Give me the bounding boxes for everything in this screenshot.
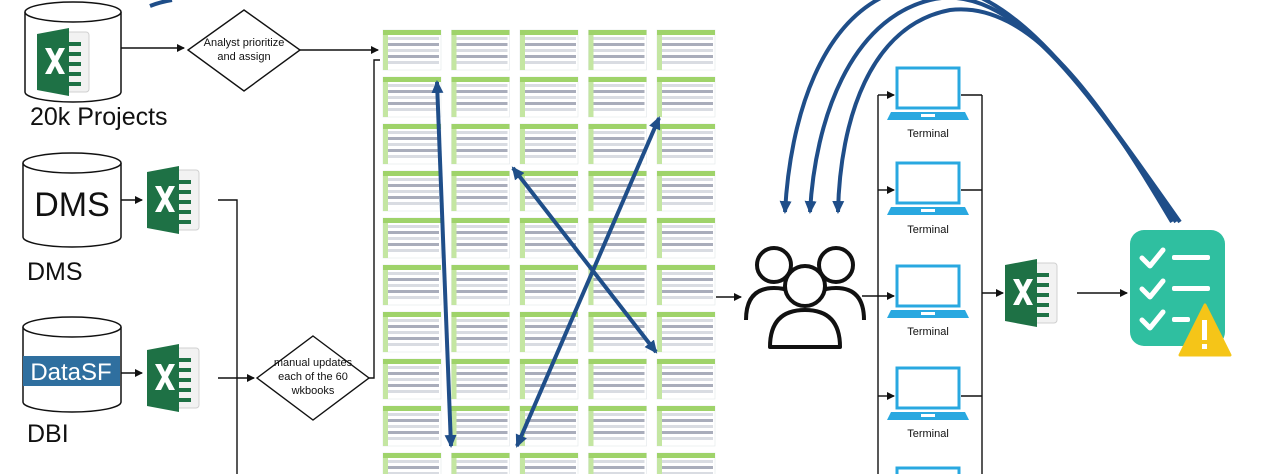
- workbook-thumbnail: [588, 264, 647, 306]
- workbook-thumbnail: [656, 405, 716, 447]
- workbook-thumbnail: [382, 123, 442, 165]
- terminal-1: Terminal: [885, 66, 971, 140]
- workbook-thumbnail: [382, 76, 442, 118]
- workbook-thumbnail: [519, 358, 579, 400]
- database-name: DMS: [34, 186, 110, 224]
- workbook-thumbnail: [382, 264, 442, 306]
- decision-analyst-assign: Analyst prioritize and assign: [186, 9, 302, 92]
- workbook-thumbnail: [588, 217, 647, 259]
- workbook-thumbnail: [656, 311, 716, 353]
- computer-icon: [885, 264, 971, 320]
- source-dbi: DataSF DBI: [22, 316, 122, 448]
- terminal-5-partial: [895, 466, 961, 474]
- computer-icon: [885, 161, 971, 217]
- workbook-thumbnail: [588, 452, 647, 474]
- source-label: 20k Projects: [30, 103, 168, 131]
- workbook-thumbnail: [451, 217, 510, 259]
- workbook-thumbnail: [588, 405, 647, 447]
- workbook-thumbnail: [519, 76, 579, 118]
- workbook-thumbnail: [656, 452, 716, 474]
- workbook-thumbnail: [382, 311, 442, 353]
- workbook-thumbnail: [451, 170, 510, 212]
- workbook-thumbnail: [382, 170, 442, 212]
- workbook-thumbnail: [656, 264, 716, 306]
- cropped-arc: [149, 0, 173, 8]
- workbook-thumbnail: [519, 452, 579, 474]
- warning-icon: [1178, 303, 1232, 357]
- excel-icon: [146, 165, 200, 235]
- workbook-thumbnail: [656, 358, 716, 400]
- workbook-thumbnail: [519, 311, 579, 353]
- decision-text-line2: each of the 60: [278, 371, 348, 383]
- terminal-4: Terminal: [885, 366, 971, 440]
- source-label: DBI: [27, 420, 69, 448]
- workbook-thumbnail: [519, 29, 579, 71]
- workbook-thumbnail: [656, 29, 716, 71]
- workbook-thumbnail: [656, 170, 716, 212]
- workbook-thumbnail: [519, 405, 579, 447]
- workbook-thumbnail: [451, 123, 510, 165]
- workbook-thumbnail: [382, 405, 442, 447]
- workbook-thumbnail: [519, 123, 579, 165]
- users-icon: [744, 246, 866, 349]
- workbook-thumbnail: [588, 170, 647, 212]
- workbook-thumbnail: [382, 358, 442, 400]
- workbook-grid: [382, 29, 716, 474]
- workbook-thumbnail: [656, 76, 716, 118]
- workbook-thumbnail: [451, 405, 510, 447]
- workbook-thumbnail: [519, 264, 579, 306]
- terminal-label: Terminal: [907, 428, 949, 440]
- workbook-thumbnail: [382, 217, 442, 259]
- terminal-label: Terminal: [907, 224, 949, 236]
- decision-text-line1: Analyst prioritize: [204, 37, 285, 49]
- workbook-thumbnail: [451, 452, 510, 474]
- workbook-thumbnail: [588, 29, 647, 71]
- computer-icon: [885, 66, 971, 122]
- terminal-label: Terminal: [907, 326, 949, 338]
- workbook-thumbnail: [451, 29, 510, 71]
- workbook-thumbnail: [451, 311, 510, 353]
- decision-text-line3: wkbooks: [291, 385, 335, 397]
- database-icon: [22, 163, 122, 248]
- terminal-2: Terminal: [885, 161, 971, 236]
- workbook-thumbnail: [656, 217, 716, 259]
- excel-icon: [1004, 258, 1058, 328]
- excel-icon: [36, 27, 90, 97]
- terminal-3: Terminal: [885, 264, 971, 338]
- decision-text-line1: manual updates: [274, 357, 353, 369]
- workbook-thumbnail: [451, 76, 510, 118]
- workbook-thumbnail: [451, 264, 510, 306]
- feedback-arcs: [779, 0, 1182, 224]
- database-name: DataSF: [30, 359, 111, 386]
- workbook-thumbnail: [451, 358, 510, 400]
- source-dms: DMS DMS: [22, 152, 122, 286]
- workbook-reassignment-arrows: [431, 80, 661, 448]
- workbook-thumbnail: [656, 123, 716, 165]
- source-20k-projects: 20k Projects: [24, 1, 168, 131]
- computer-icon: [885, 366, 971, 422]
- source-label: DMS: [27, 258, 83, 286]
- workbook-thumbnail: [588, 311, 647, 353]
- decision-text-line2: and assign: [217, 51, 270, 63]
- computer-icon: [895, 466, 961, 474]
- workbook-thumbnail: [382, 452, 442, 474]
- workbook-thumbnail: [588, 123, 647, 165]
- workbook-thumbnail: [382, 29, 442, 71]
- decision-manual-updates: manual updates each of the 60 wkbooks: [255, 335, 371, 421]
- datasf-logo: [23, 356, 120, 386]
- terminal-label: Terminal: [907, 128, 949, 140]
- workbook-thumbnail: [588, 76, 647, 118]
- excel-icon: [146, 343, 200, 413]
- workbook-thumbnail: [588, 358, 647, 400]
